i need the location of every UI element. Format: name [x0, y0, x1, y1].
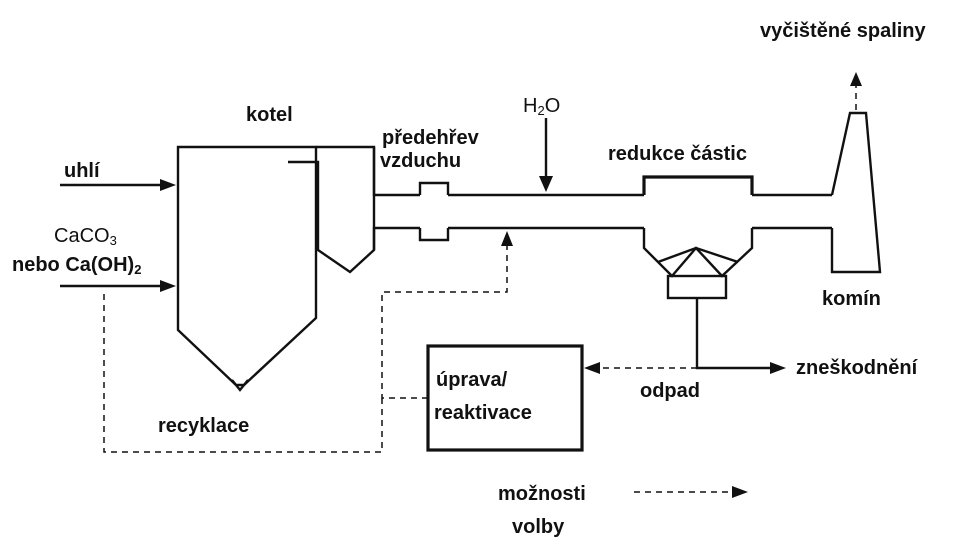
h2o-subscript: 2 [537, 103, 545, 118]
label-kotel: kotel [246, 104, 293, 126]
waste-to-treatment-arrowhead [584, 362, 600, 374]
air-preheater-top [418, 181, 450, 195]
h2o-main-text: H [523, 95, 538, 117]
duct-lower-left [372, 226, 420, 250]
label-air-preheater-line2: vzduchu [380, 150, 462, 172]
label-nebo-caoh2: nebo Ca(OH)2 [12, 254, 141, 276]
label-disposal: zneškodnění [796, 357, 918, 379]
coal-feed-arrowhead [160, 179, 176, 191]
label-waste: odpad [640, 380, 700, 402]
label-coal: uhlí [64, 160, 100, 182]
caco3-main-text: CaCO [54, 225, 110, 247]
particle-collector-hoppers [642, 228, 754, 278]
sorbent-feed-arrowhead [160, 280, 176, 292]
duct-upper-left [316, 145, 420, 197]
flue-hopper [288, 147, 376, 274]
treatment-box [426, 344, 584, 452]
label-treatment-line2: reaktivace [434, 402, 532, 424]
label-h2o: H2O [523, 95, 560, 117]
particle-collector-inner [657, 246, 739, 264]
legend-label-line1: možnosti [498, 483, 586, 505]
recycle-to-feed-line [103, 292, 383, 453]
label-caco3: CaCO3 [54, 225, 117, 247]
caco3-subscript: 3 [109, 233, 117, 248]
legend-label-line2: volby [512, 516, 565, 538]
particle-reduction-top [642, 175, 754, 195]
label-recycle: recyklace [158, 415, 250, 437]
label-air-preheater-line1: předehřev [382, 127, 479, 149]
waste-discharge-line [695, 298, 772, 370]
h2o-tail-text: O [544, 95, 561, 117]
nebo-main-text: nebo Ca(OH) [12, 254, 135, 276]
label-chimney: komín [822, 288, 881, 310]
label-cleaned-flue-gas: vyčištěné spaliny [760, 20, 926, 42]
air-preheater-bottom [418, 228, 450, 242]
boiler-bottom-outlet [231, 379, 249, 392]
boiler-outline [176, 145, 318, 387]
chimney [830, 111, 882, 274]
label-particle-reduction: redukce částic [608, 143, 747, 165]
nebo-subscript: 2 [134, 262, 142, 277]
legend-arrowhead [732, 486, 748, 498]
h2o-injection-arrowhead [539, 176, 553, 192]
recycle-to-duct-arrowhead [501, 231, 513, 246]
disposal-arrowhead [770, 362, 786, 374]
chimney-exhaust-arrowhead [850, 72, 862, 86]
collector-discharge-box [666, 274, 728, 300]
label-treatment-line1: úprava/ [436, 369, 508, 391]
